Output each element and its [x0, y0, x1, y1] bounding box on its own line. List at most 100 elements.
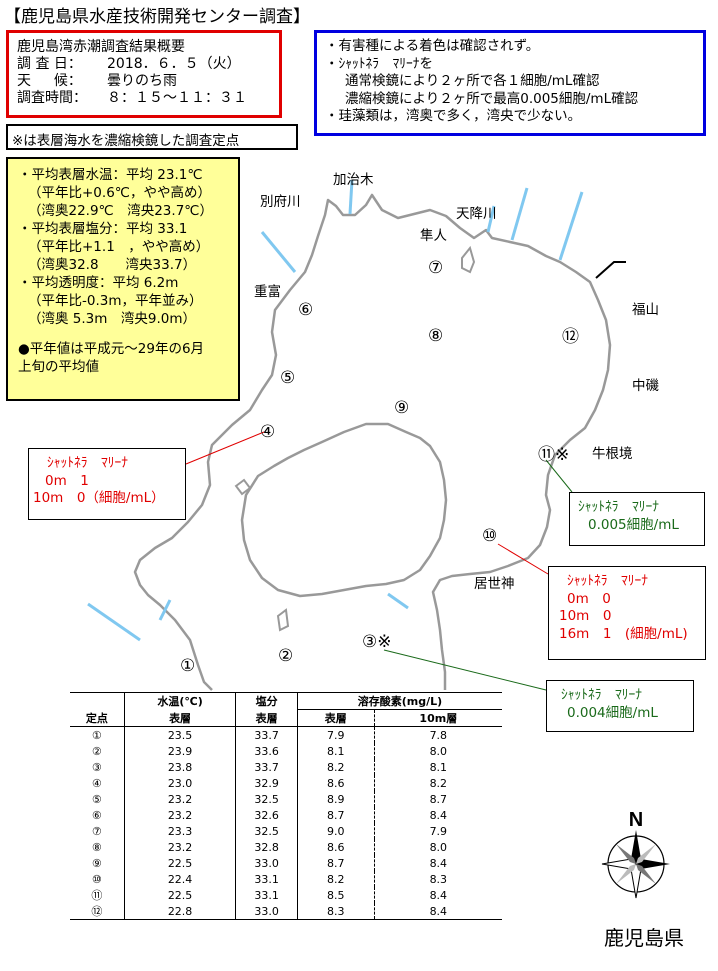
station-5: ⑤	[280, 368, 296, 388]
col-water-temp-surface: 表層	[123, 709, 236, 727]
cell-oxygen-10m: 8.2	[373, 775, 502, 791]
station-12: ⑫	[562, 327, 579, 347]
concentration-note: ※は表層海水を濃縮検鏡した調査定点	[6, 124, 298, 150]
island-small-1	[461, 245, 476, 274]
cell-oxygen-10m: 8.3	[373, 871, 502, 887]
cell-station: ②	[91, 744, 102, 758]
callout-station-11: ｼｬｯﾄﾈﾗ ﾏﾘｰﾅ 0.005細胞/mL	[569, 492, 705, 546]
cell-oxygen-surface: 8.2	[296, 871, 375, 887]
callout-row: 16m 1 (細胞/mL)	[559, 625, 688, 642]
cell-oxygen-10m: 8.4	[373, 887, 502, 903]
survey-info-box: 鹿児島湾赤潮調査結果概要 調 査 日： 2018．６．５（火） 天 候： 曇りの…	[6, 30, 282, 118]
leader-st4	[185, 431, 265, 465]
prefecture-label: 鹿児島県	[604, 926, 684, 950]
cell-water-temp: 23.8	[123, 759, 236, 775]
place-shigetomi: 重富	[254, 284, 281, 300]
survey-title: 鹿児島湾赤潮調査結果概要	[17, 39, 185, 55]
summary-line: ●平年値は平成元～29年の6月	[18, 340, 205, 357]
pier	[595, 261, 626, 279]
river-beppu	[260, 231, 297, 273]
cell-station: ⑩	[91, 872, 102, 886]
callout-species: ｼｬｯﾄﾈﾗ ﾏﾘｰﾅ	[578, 499, 659, 515]
cell-station: ⑨	[91, 856, 102, 870]
cell-oxygen-10m: 8.0	[373, 743, 502, 759]
station-9: ⑨	[394, 398, 410, 418]
island-small-3	[276, 608, 290, 632]
summary-line: （平年比+0.6℃，やや高め）	[28, 184, 211, 201]
col-oxygen-surface: 表層	[296, 709, 375, 727]
summary-line: （湾奥22.9℃ 湾央23.7℃）	[28, 202, 213, 219]
callout-species: ｼｬｯﾄﾈﾗ ﾏﾘｰﾅ	[47, 455, 128, 471]
cell-oxygen-surface: 8.6	[296, 839, 375, 855]
leader-st3	[383, 649, 547, 691]
cell-salinity: 33.1	[235, 887, 298, 903]
cell-water-temp: 23.5	[123, 726, 236, 743]
place-nakaiso: 中磯	[632, 378, 659, 394]
cell-salinity: 33.0	[235, 855, 298, 871]
compass-n-label: N	[629, 809, 643, 831]
survey-row-date: 調 査 日： 2018．６．５（火）	[17, 56, 273, 73]
survey-row-label: 調 査 日：	[17, 55, 82, 72]
survey-row-value: ８：１５～１１：３１	[107, 89, 247, 106]
cell-station: ①	[70, 726, 125, 743]
cell-salinity: 32.9	[235, 775, 298, 791]
cell-oxygen-10m: 8.1	[373, 759, 502, 775]
cell-oxygen-surface: 8.3	[296, 903, 375, 920]
cell-water-temp: 22.8	[123, 903, 236, 920]
callout-row: 0m 0	[567, 590, 611, 607]
survey-row-value: 曇りのち雨	[107, 72, 177, 89]
station-3: ③※	[362, 632, 392, 652]
summary-line: （湾奥32.8 湾央33.7）	[28, 256, 197, 273]
station-7: ⑦	[428, 258, 444, 278]
cell-oxygen-surface: 7.9	[296, 726, 375, 743]
summary-line: ・平均表層水温：平均 23.1℃	[18, 167, 203, 183]
summary-line: （平年比-0.3m，平年並み）	[28, 292, 203, 309]
col-salinity-surface: 表層	[235, 709, 298, 727]
cell-station: ④	[91, 776, 102, 790]
place-kozeshin: 居世神	[474, 576, 515, 592]
summary-line: （湾奥 5.3m 湾央9.0m）	[28, 310, 197, 327]
finding-line: 通常検鏡により２ヶ所で各１細胞/mL確認	[345, 73, 600, 90]
river-amori	[486, 205, 496, 233]
survey-row-label: 天 候：	[17, 72, 82, 89]
callout-row: 0.004細胞/mL	[567, 704, 658, 721]
finding-line: ・珪藻類は，湾奥で多く，湾央で少ない。	[325, 108, 582, 125]
river-east-1	[510, 187, 529, 241]
summary-line: （平年比+1.1 ，やや高め）	[28, 238, 210, 255]
cell-oxygen-surface: 8.5	[296, 887, 375, 903]
river-kajiki	[348, 179, 354, 215]
cell-station: ⑪	[91, 889, 103, 902]
cell-station: ⑥	[91, 808, 102, 822]
station-8: ⑧	[428, 326, 444, 346]
col-salinity: 塩分	[235, 692, 298, 710]
station-4: ④	[260, 422, 276, 442]
compass-rose: N	[601, 809, 670, 899]
cell-salinity: 33.7	[235, 759, 298, 775]
river-south-2	[387, 592, 409, 610]
cell-oxygen-surface: 8.6	[296, 775, 375, 791]
river-south-3	[158, 599, 172, 621]
cell-oxygen-surface: 9.0	[296, 823, 375, 839]
finding-line: ・有害種による着色は確認されず。	[325, 38, 540, 54]
coastline	[133, 193, 612, 691]
cell-water-temp: 23.2	[123, 807, 236, 823]
cell-water-temp: 22.5	[123, 855, 236, 871]
survey-row-value: 2018．６．５（火）	[107, 55, 241, 72]
callout-row: 10m 0	[559, 608, 612, 625]
island-small-2	[234, 478, 252, 496]
col-oxygen-10m: 10m層	[373, 709, 502, 727]
callout-station-10: ｼｬｯﾄﾈﾗ ﾏﾘｰﾅ 0m 0 10m 0 16m 1 (細胞/mL)	[548, 566, 706, 660]
cell-station: ⑫	[70, 903, 125, 920]
cell-station: ⑦	[91, 824, 102, 838]
cell-water-temp: 23.0	[123, 775, 236, 791]
